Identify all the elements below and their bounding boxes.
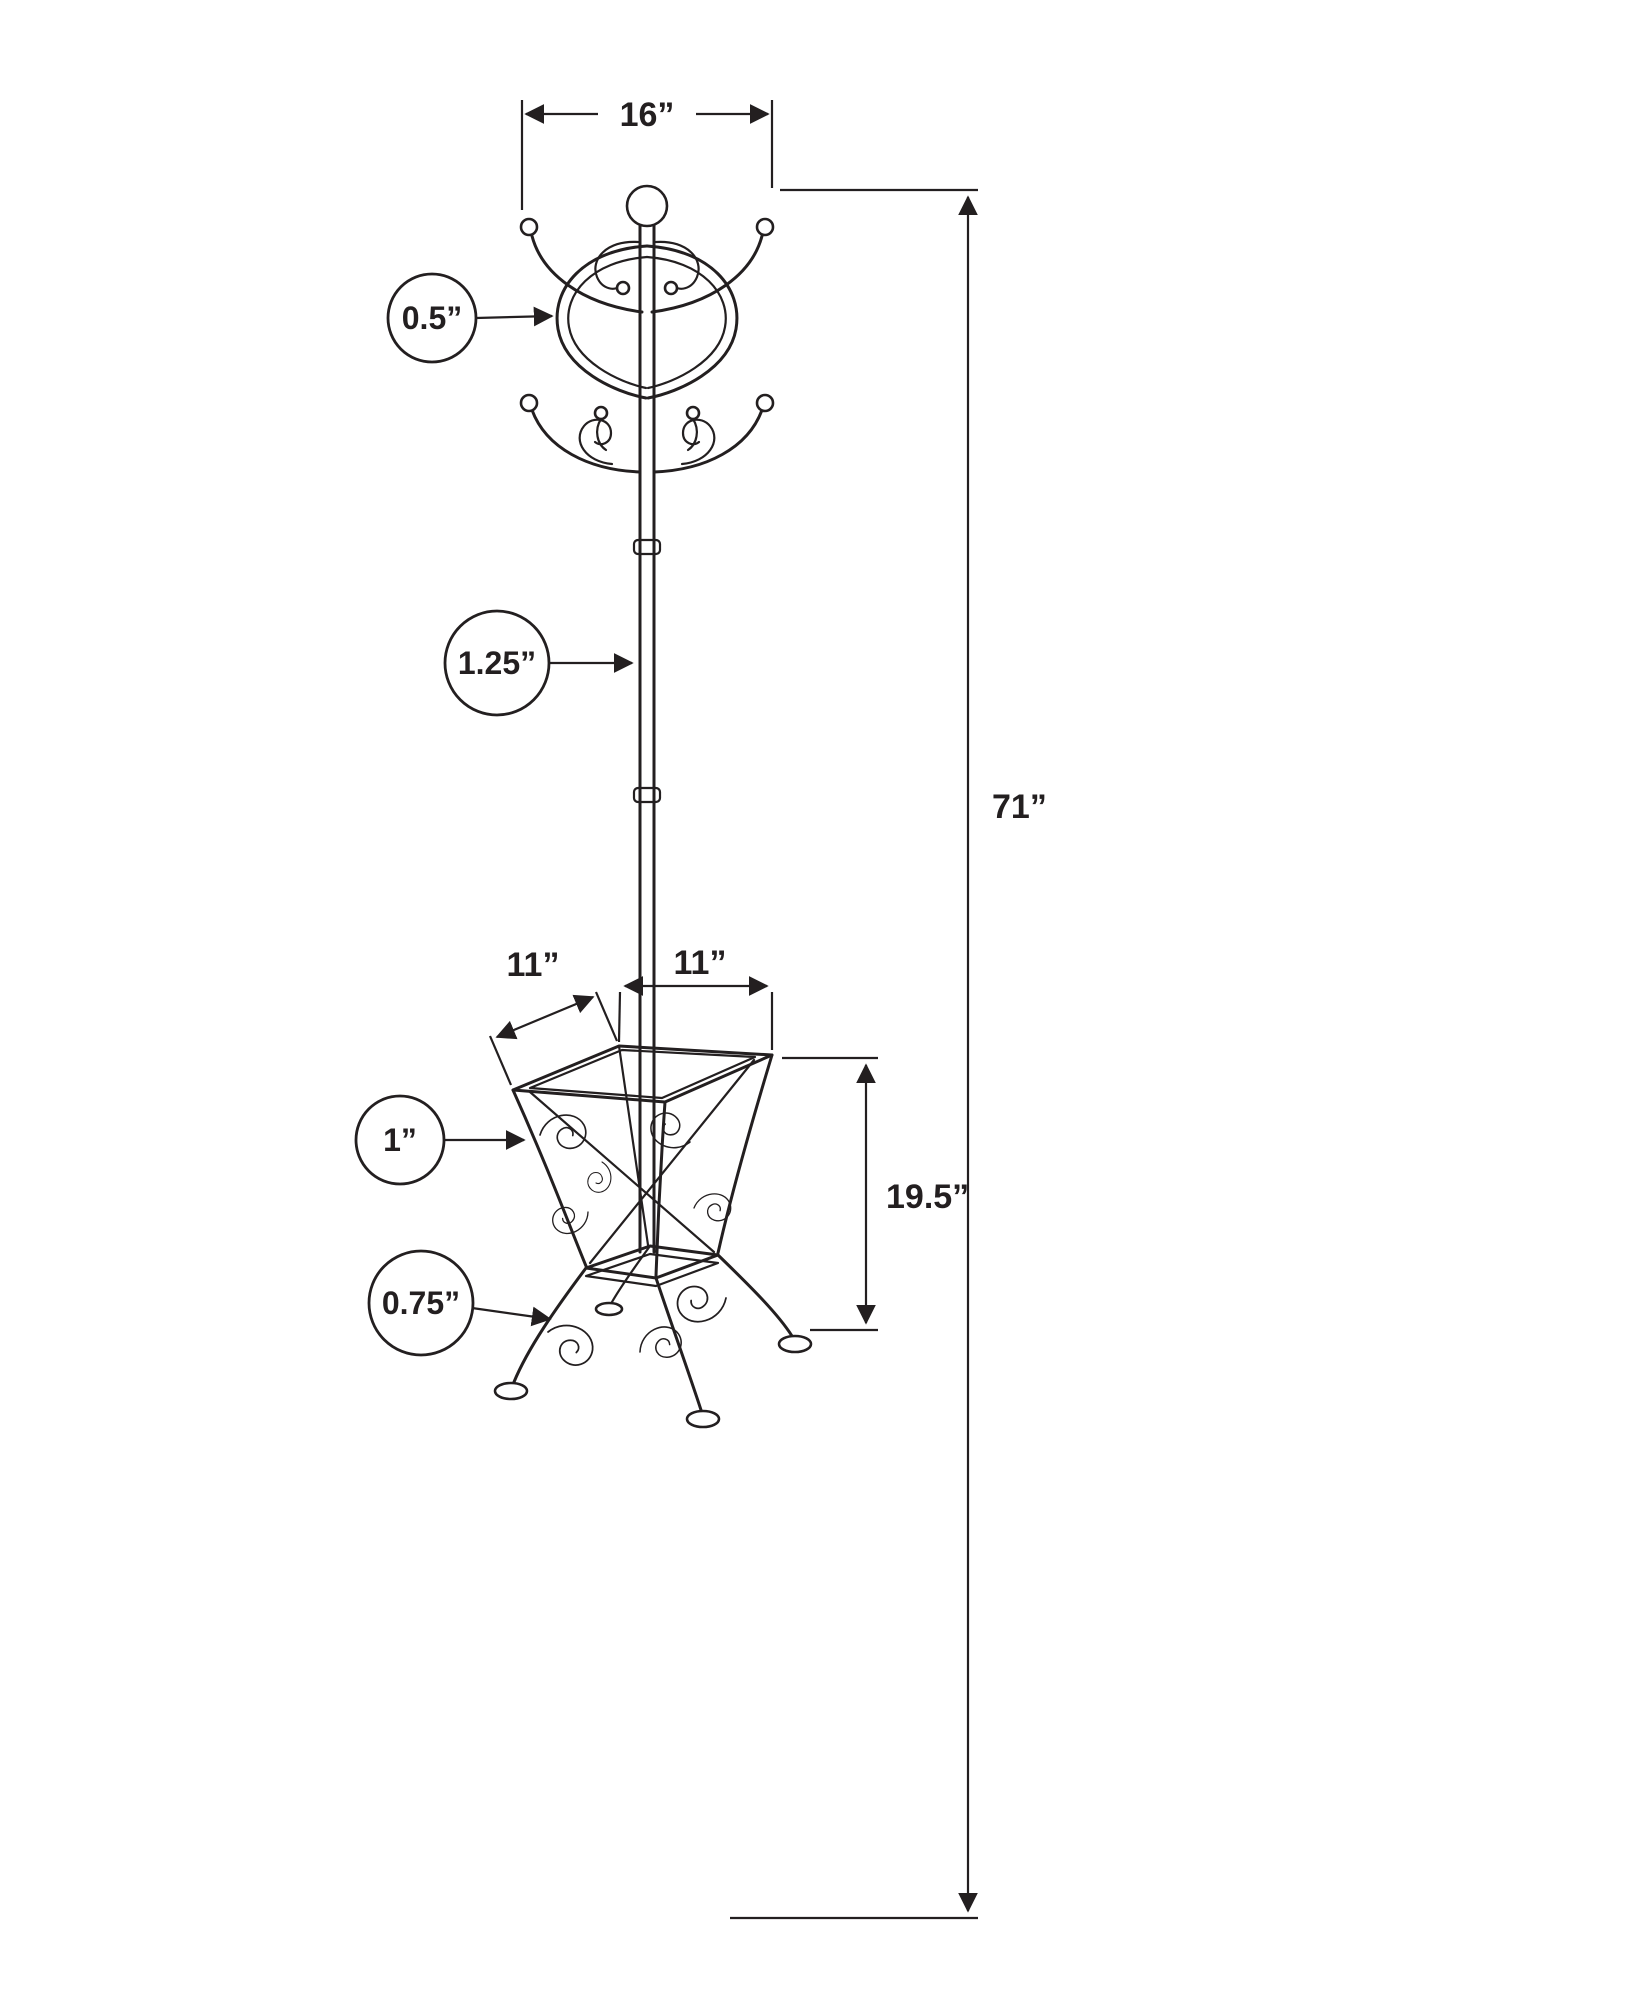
hook-tip-ball (519, 393, 539, 413)
dim-label-top-width: 16” (620, 96, 675, 134)
lower-hook-stub (596, 417, 608, 452)
basket-top-rim-inner (528, 1048, 757, 1100)
callout-leg-diameter: 0.75” (367, 1249, 552, 1357)
lower-hook-arm (530, 408, 642, 474)
basket-edge-left (511, 1088, 588, 1268)
leader-line (475, 306, 554, 327)
coat-rack-drawing (493, 184, 813, 1429)
hook-tip-ball (519, 217, 539, 237)
umbrella-stand-basket (511, 1044, 774, 1371)
foot-back (594, 1301, 624, 1317)
callout-pole-diameter: 1.25” (443, 609, 634, 717)
dim-stand-height: 19.5” (782, 1056, 969, 1332)
dim-overall-height: 71” (730, 188, 1047, 1920)
scroll-ornament (587, 1161, 612, 1193)
foot-left (493, 1381, 529, 1401)
extension-line (617, 991, 622, 1043)
dimension-line (495, 994, 595, 1040)
upper-inner-curl (594, 240, 640, 290)
callout-label-pole-diameter: 1.25” (458, 645, 536, 681)
scroll-ornament (535, 1109, 591, 1157)
dim-label-stand-height: 19.5” (886, 1178, 969, 1216)
scroll-heart-inner (567, 255, 649, 390)
finial-ball (625, 184, 669, 228)
foot-right (777, 1334, 813, 1354)
leg-back (610, 1244, 652, 1304)
extension-line (488, 1035, 513, 1086)
callout-label-leg-diameter: 0.75” (382, 1285, 460, 1321)
dim-base-depth: 11” (488, 946, 619, 1086)
hooks-right (645, 217, 775, 474)
callout-circle (354, 1094, 446, 1186)
callout-circle (367, 1249, 475, 1357)
legs (493, 1244, 813, 1429)
callout-circle (386, 272, 478, 364)
leg-left (512, 1266, 588, 1384)
basket-top-rim-outer (511, 1044, 774, 1104)
callout-frame-diameter: 1” (354, 1094, 526, 1186)
basket-lattice-line (528, 1090, 716, 1254)
scroll-ornament (547, 1196, 595, 1241)
dim-label-base-width: 11” (674, 944, 727, 982)
foot-front (685, 1409, 721, 1429)
basket-bottom-rim-inner (584, 1252, 720, 1288)
dim-label-base-depth: 11” (507, 946, 560, 984)
basket-lattice-line (588, 1058, 756, 1265)
hook-tip-ball (615, 280, 631, 296)
extension-line (594, 991, 619, 1042)
callout-label-frame-diameter: 1” (383, 1122, 417, 1158)
basket-edge-back (617, 1044, 650, 1247)
lower-hook-curl (578, 418, 614, 466)
leg-right (716, 1253, 794, 1338)
basket-bottom-rim-outer (584, 1244, 720, 1280)
dim-label-overall-height: 71” (992, 788, 1047, 826)
hook-tip-ball (593, 405, 609, 421)
leader-line (471, 1306, 552, 1327)
label-mask (598, 94, 696, 134)
scroll-ornament (539, 1317, 600, 1371)
dim-top-width: 16” (520, 94, 774, 210)
basket-edge-right (716, 1053, 774, 1255)
scroll-ornament (671, 1275, 732, 1329)
dim-base-width: 11” (617, 944, 774, 1050)
hooks-left (519, 217, 649, 474)
callout-circle (443, 609, 551, 717)
callout-hook-diameter: 0.5” (386, 272, 554, 364)
leg-front (654, 1276, 703, 1412)
pole-collar (632, 538, 662, 556)
pole-collar (632, 786, 662, 804)
callout-label-hook-diameter: 0.5” (402, 300, 462, 336)
